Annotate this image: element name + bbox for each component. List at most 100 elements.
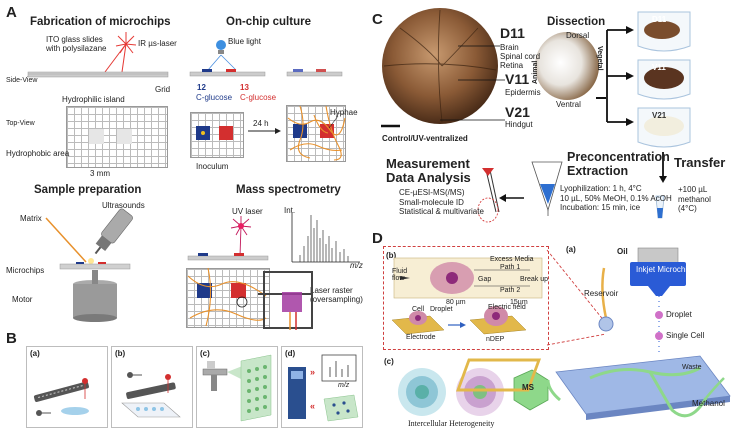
- transfer-detail: +100 µL methanol (4°C): [678, 185, 711, 213]
- reservoir-label: Reservoir: [584, 289, 619, 298]
- panel-d-letter: D: [372, 230, 383, 247]
- v11-tissues: Epidermis: [505, 88, 541, 97]
- svg-text:»: »: [310, 367, 315, 377]
- d11-tissues: Brain Spinal cord Retina: [500, 43, 541, 70]
- c13-number: 13: [240, 83, 249, 92]
- path2-label: Path 2: [500, 287, 521, 294]
- v11-label: V11: [505, 71, 530, 87]
- tube-v21-label: V21: [652, 111, 667, 120]
- oil-label: Oil: [617, 247, 628, 256]
- microchips-label: Microchips: [6, 266, 45, 275]
- culture-grid: [190, 112, 244, 158]
- cell-label: Cell: [412, 306, 425, 313]
- um15-label: 15µm: [510, 299, 528, 306]
- mz-label: m/z: [350, 261, 363, 270]
- sample-prep-title: Sample preparation: [34, 184, 142, 196]
- dissection-title: Dissection: [547, 16, 606, 28]
- droplet-label: Droplet: [666, 310, 692, 319]
- ultrasound-horn-icon: [94, 208, 133, 255]
- panel-b-c-label: (c): [200, 349, 210, 358]
- c12-island: [196, 126, 210, 140]
- transfer-title: Transfer: [674, 155, 726, 170]
- time-label: 24 h: [253, 119, 269, 128]
- top-view-label: Top-View: [6, 120, 35, 127]
- hyphae-label: Hyphae: [330, 108, 358, 117]
- single-cell-label: Single Cell: [666, 331, 705, 340]
- gap-label: Gap: [478, 276, 492, 283]
- hydrophilic-island: [117, 129, 132, 144]
- inkjet-label: Inkjet Microchip: [636, 265, 692, 274]
- culture-title: On-chip culture: [226, 16, 311, 28]
- control-label: Control/UV-ventralized: [382, 134, 468, 143]
- electrode-label: Electrode: [406, 334, 436, 341]
- side-view-slide: [27, 71, 169, 78]
- ms-label: MS: [522, 383, 534, 392]
- ultrasounds-label: Ultrasounds: [102, 201, 145, 210]
- fabrication-title: Fabrication of microchips: [30, 16, 171, 28]
- svg-text:«: «: [310, 401, 315, 411]
- tube-d11-label: D11: [652, 15, 667, 24]
- methanol-label: Methanol: [692, 399, 725, 408]
- motor-icon: [73, 270, 117, 322]
- measure-detail: CE-µESI-MS(/MS) Small-molecule ID Statis…: [399, 188, 484, 216]
- panel-b-b-box: (b): [111, 346, 193, 428]
- panel-d-b-label: (b): [386, 251, 397, 260]
- ito-label: ITO glass slides with polysilazane: [46, 35, 107, 53]
- raster-label: Laser raster (oversampling): [310, 286, 363, 304]
- panel-d-c-label: (c): [384, 357, 394, 366]
- ir-laser-icon: [104, 32, 137, 73]
- ventral-label: Ventral: [556, 100, 581, 109]
- inoculum-label: Inoculum: [196, 162, 229, 171]
- extraction-vial-icon: [531, 161, 563, 216]
- c12-number: 12: [197, 83, 206, 92]
- motor-label: Motor: [12, 295, 33, 304]
- excess-media-label: Excess Media: [490, 256, 534, 263]
- embryo-image: [382, 8, 498, 124]
- uv-laser-label: UV laser: [232, 207, 263, 216]
- ms-title: Mass spectrometry: [236, 184, 341, 196]
- preconc-title: Preconcentration Extraction: [567, 150, 670, 178]
- v21-label: V21: [505, 104, 530, 120]
- ndep-label: nDEP: [486, 336, 505, 343]
- blue-light-label: Blue light: [228, 37, 261, 46]
- panel-a-letter: A: [6, 4, 17, 21]
- dissected-embryo-image: [535, 32, 599, 100]
- animal-label: Animal: [532, 60, 539, 84]
- spray-gun-icon: [202, 354, 272, 422]
- matrix-label: Matrix: [20, 214, 42, 223]
- plate-printer-icon: [121, 372, 181, 418]
- panel-b-mz-label: m/z: [338, 382, 350, 389]
- um80-label: 80 µm: [446, 299, 466, 306]
- dorsal-label: Dorsal: [566, 31, 590, 40]
- c13-label: C-glucose: [240, 93, 277, 102]
- panel-c-letter: C: [372, 11, 383, 28]
- int-label: Int.: [284, 206, 296, 215]
- d11-label: D11: [500, 25, 525, 41]
- c13-island: [219, 126, 233, 140]
- scale-label: 3 mm: [90, 169, 110, 178]
- side-view-label: Side-View: [6, 77, 38, 84]
- preconc-detail: Lyophilization: 1 h, 4°C 10 µL, 50% MeOH…: [560, 184, 672, 212]
- break-up-label: Break up: [520, 276, 549, 283]
- panel-b-a-label: (a): [30, 349, 40, 358]
- panel-b-c-box: (c): [196, 346, 278, 428]
- panel-b-d-label: (d): [285, 349, 296, 358]
- light-bulb-icon: [216, 40, 226, 54]
- panel-d-a-label: (a): [566, 245, 576, 254]
- vegetal-label: Vegetal: [596, 46, 603, 71]
- electric-field-label: Electric field: [488, 304, 526, 311]
- hydrophilic-island: [89, 129, 104, 144]
- printer-nozzle-icon: [33, 378, 89, 416]
- ms-instrument-icon: » «: [288, 354, 359, 422]
- droplet-small-label: Droplet: [430, 306, 453, 313]
- laser-label: IR µs-laser: [138, 39, 177, 48]
- heterogeneity-label: Intercellular Heterogeneity: [408, 419, 495, 428]
- fluid-flow-label: Fluid flow: [392, 268, 408, 282]
- uv-laser-icon: [230, 216, 252, 257]
- hydrophobic-label: Hydrophobic area: [6, 149, 70, 158]
- panel-b-a-box: (a): [26, 346, 108, 428]
- measure-title: Measurement Data Analysis: [386, 156, 471, 185]
- tube-v11-label: V11: [652, 63, 666, 72]
- v21-tissues: Hindgut: [505, 120, 533, 129]
- top-view-grid: [66, 106, 168, 168]
